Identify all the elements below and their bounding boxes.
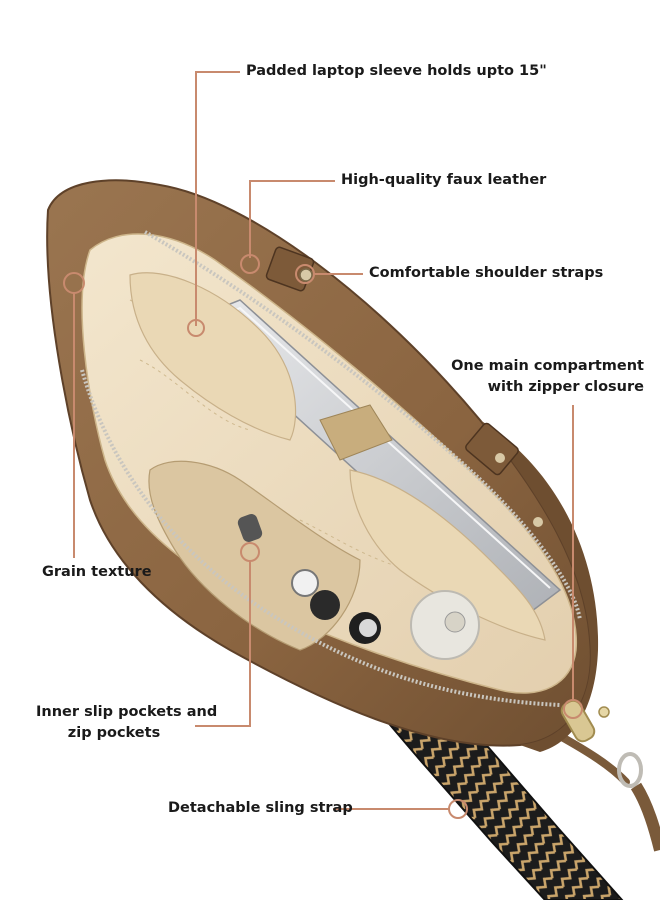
marker-grain-texture [63,272,85,294]
callout-grain-texture-text: Grain texture [42,564,152,580]
callout-line-laptop-sleeve [195,71,240,326]
callout-inner-pockets-line2: zip pockets [67,725,161,741]
marker-faux-leather [240,254,260,274]
callout-grain-texture: Grain texture [42,562,152,583]
callout-shoulder-straps-text: Comfortable shoulder straps [369,265,604,281]
inner-pockets [148,460,480,660]
callout-shoulder-straps: Comfortable shoulder straps [369,263,603,284]
callout-line-faux-leather [249,180,335,258]
callout-inner-pockets: Inner slip pockets and zip pockets [36,702,218,744]
marker-inner-pockets [240,542,260,562]
laptop-sleeve [129,272,546,641]
marker-laptop-sleeve [187,319,205,337]
callout-laptop-sleeve-text: Padded laptop sleeve holds upto 15" [246,63,547,79]
callout-sling-strap: Detachable sling strap [168,798,353,819]
callout-laptop-sleeve: Padded laptop sleeve holds upto 15" [246,61,547,82]
callout-sling-strap-text: Detachable sling strap [168,800,353,816]
callout-main-compartment-line1: One main compartment [451,358,644,374]
marker-main-compartment [563,699,583,719]
callout-line-inner-pockets [195,560,251,727]
callout-inner-pockets-line1: Inner slip pockets and [36,704,218,720]
callout-faux-leather: High-quality faux leather [341,170,546,191]
zippers [80,230,610,743]
callout-faux-leather-text: High-quality faux leather [341,172,547,188]
marker-sling-strap [448,799,468,819]
callout-lines [63,71,583,819]
callout-main-compartment-line2: with zipper closure [487,379,644,395]
callout-main-compartment: One main compartment with zipper closure [451,356,644,398]
marker-shoulder-straps [295,264,315,284]
